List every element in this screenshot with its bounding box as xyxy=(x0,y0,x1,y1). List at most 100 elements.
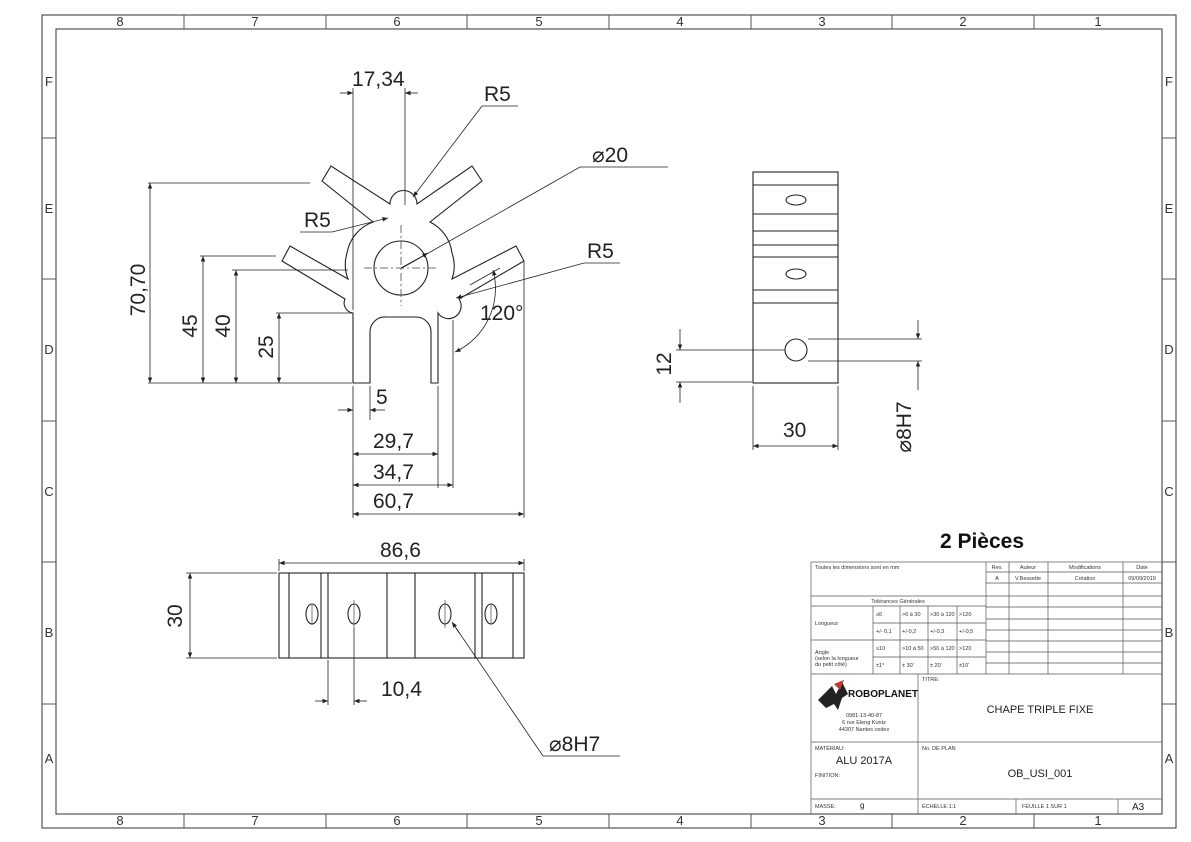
rev-cell: 09/09/2019 xyxy=(1128,576,1156,582)
address-line: 0981-13-40-87 xyxy=(846,713,882,719)
front-view-centerlines xyxy=(364,225,438,306)
row-label-left: E xyxy=(45,201,54,216)
tolerance-angle-range: >10 à 50 xyxy=(902,646,924,652)
dim-radius-top: R5 xyxy=(484,83,511,106)
dim-hole-diameter: ⌀20 xyxy=(592,144,628,167)
mass-unit: g xyxy=(860,801,864,810)
bottom-view-part xyxy=(278,572,525,659)
dim-width-60-7: 60,7 xyxy=(373,490,414,513)
rev-cell: V.Bessette xyxy=(1015,576,1041,582)
col-label-bottom: 7 xyxy=(251,813,258,828)
col-label-bottom: 3 xyxy=(818,813,825,828)
tolerance-length-range: >120 xyxy=(959,612,971,618)
dim-angle: 120° xyxy=(480,302,523,325)
col-label-bottom: 6 xyxy=(393,813,400,828)
rev-cell: Création xyxy=(1075,576,1096,582)
col-label-top: 7 xyxy=(251,14,258,29)
title-block-small-texts: Toutes les dimensions sont en mm Rev. Au… xyxy=(815,565,1156,810)
dim-bottom-height: 30 xyxy=(164,604,187,627)
tolerance-length-range: >6 à 30 xyxy=(902,612,921,618)
bottom-view-dimension-texts: 86,6 30 10,4 ⌀8H7 xyxy=(164,539,600,756)
bottom-view-dimension-lines xyxy=(186,559,620,757)
row-label-left: A xyxy=(45,751,54,766)
row-label-right: E xyxy=(1165,201,1174,216)
dim-bottom-bore: ⌀8H7 xyxy=(549,733,600,756)
dim-top-width: 17,34 xyxy=(352,68,405,91)
front-view-part xyxy=(281,165,525,384)
sheet-format: A3 xyxy=(1132,802,1145,813)
dim-total-height: 70,70 xyxy=(127,264,150,317)
address-line: 6 rue Eleng Kuntz xyxy=(842,720,886,726)
col-label-bottom: 1 xyxy=(1094,813,1101,828)
col-label-top: 6 xyxy=(393,14,400,29)
dim-radius-right: R5 xyxy=(587,240,614,263)
dim-width-29-7: 29,7 xyxy=(373,430,414,453)
row-label-right: C xyxy=(1164,484,1173,499)
dim-height-25: 25 xyxy=(255,335,278,358)
front-view-dimension-lines xyxy=(147,88,668,518)
side-view-dimension-lines xyxy=(676,320,922,450)
rev-cell: A xyxy=(995,576,999,582)
dim-bottom-length: 86,6 xyxy=(380,539,421,562)
row-label-right: B xyxy=(1165,625,1174,640)
tolerance-angle-label: Angle xyxy=(815,650,829,656)
col-label-top: 2 xyxy=(959,14,966,29)
tolerance-angle-value: ±10' xyxy=(959,663,969,669)
tolerance-title: Tolérances Générales xyxy=(871,599,925,605)
rev-header: Date xyxy=(1136,565,1148,571)
drawing-title: CHAPE TRIPLE FIXE xyxy=(987,704,1094,716)
col-label-bottom: 8 xyxy=(116,813,123,828)
dim-side-bore: ⌀8H7 xyxy=(893,401,916,452)
col-label-bottom: 2 xyxy=(959,813,966,828)
dim-height-45: 45 xyxy=(179,314,202,337)
row-label-right: F xyxy=(1165,74,1173,89)
tolerance-length-label: Longueur xyxy=(815,621,838,627)
tolerance-angle-label: (selon la longueur xyxy=(815,656,859,662)
col-label-top: 4 xyxy=(676,14,683,29)
roboplanet-logo-icon xyxy=(818,680,848,710)
col-label-top: 3 xyxy=(818,14,825,29)
tolerance-length-value: +/-0,3 xyxy=(930,629,944,635)
address-line: 44307 Nantes cedex xyxy=(839,727,890,733)
quantity-label: 2 Pièces xyxy=(940,530,1024,553)
col-label-top: 1 xyxy=(1094,14,1101,29)
tolerance-length-range: >30 à 120 xyxy=(930,612,955,618)
rev-header: Auteur xyxy=(1020,565,1036,571)
zone-labels: 8 7 6 5 4 3 2 1 8 7 6 5 4 3 2 1 F E D C … xyxy=(44,14,1173,828)
zone-ticks xyxy=(42,15,1176,828)
dim-height-40: 40 xyxy=(212,314,235,337)
front-view-dimension-texts: 17,34 R5 ⌀20 R5 R5 120° 70,70 45 40 25 5… xyxy=(127,68,628,513)
side-view-part xyxy=(752,171,839,384)
tolerance-length-range: ≤6 xyxy=(876,612,882,618)
tolerance-length-value: +/-0,2 xyxy=(902,629,916,635)
row-label-left: D xyxy=(44,342,53,357)
dim-radius-left: R5 xyxy=(304,209,331,232)
title-block-grid xyxy=(810,561,1163,815)
material-label: MATÉRIAU: xyxy=(815,745,845,752)
scale-label: ÉCHELLE:1:1 xyxy=(922,803,956,810)
tolerance-angle-range: >50 à 120 xyxy=(930,646,955,652)
plan-label: No. DE PLAN xyxy=(922,746,956,752)
col-label-top: 8 xyxy=(116,14,123,29)
tolerance-length-value: +/- 0,1 xyxy=(876,629,892,635)
row-label-left: B xyxy=(45,625,54,640)
dim-side-12: 12 xyxy=(653,352,676,375)
sheet-label: FEUILLE 1 SUR 1 xyxy=(1022,804,1067,810)
tolerance-angle-value: ± 30' xyxy=(902,663,914,669)
tolerance-angle-value: ± 20' xyxy=(930,663,942,669)
dim-width-34-7: 34,7 xyxy=(373,461,414,484)
col-label-top: 5 xyxy=(535,14,542,29)
row-label-left: C xyxy=(44,484,53,499)
tolerance-angle-range: >120 xyxy=(959,646,971,652)
title-label: TITRE: xyxy=(922,677,940,683)
rev-header: Rev. xyxy=(992,565,1003,571)
units-note: Toutes les dimensions sont en mm xyxy=(815,565,900,571)
bottom-view-centerlines xyxy=(311,600,492,628)
dim-bottom-spacing: 10,4 xyxy=(381,678,422,701)
row-label-right: A xyxy=(1165,751,1174,766)
tolerance-angle-range: ≤10 xyxy=(876,646,885,652)
dim-side-30: 30 xyxy=(783,419,806,442)
company-name: ROBOPLANET xyxy=(848,689,918,700)
mass-label: MASSE: xyxy=(815,804,836,810)
